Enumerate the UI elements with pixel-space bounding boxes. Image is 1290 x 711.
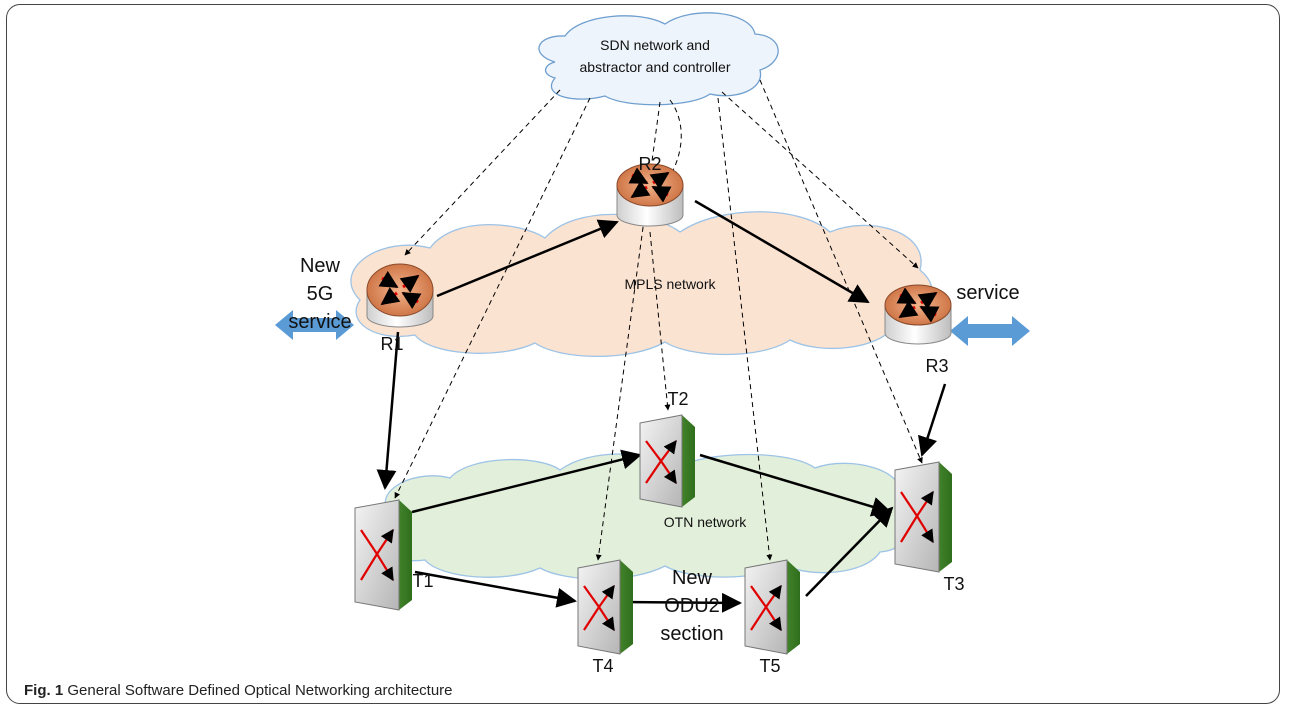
sdn-cloud (538, 12, 779, 106)
odu2-line3: section (660, 623, 723, 645)
router-r3[interactable] (884, 284, 952, 345)
sdn-cloud-label-line2: abstractor and controller (580, 59, 731, 75)
data-path (376, 199, 947, 613)
service-right-label: service (956, 282, 1019, 304)
switch-arrows-icon (583, 584, 615, 632)
switch-t3[interactable] (894, 461, 952, 573)
router-r1[interactable] (366, 263, 434, 328)
service-arrow-left (275, 310, 354, 340)
mpls-cloud-label: MPLS network (624, 276, 716, 292)
router-r2[interactable] (616, 163, 684, 227)
router-arrows-icon (378, 270, 422, 310)
router-r1-label: R1 (380, 334, 403, 354)
switch-t4-label: T4 (592, 656, 613, 676)
switch-arrows-icon (900, 490, 934, 544)
service-left-line2: 5G (307, 283, 334, 305)
router-arrows-icon (628, 167, 672, 203)
router-arrows-icon (896, 287, 940, 323)
switch-t5[interactable] (744, 559, 800, 655)
service-left-line3: service (288, 311, 351, 333)
switch-t5-label: T5 (759, 656, 780, 676)
switch-arrows-icon (360, 528, 394, 582)
odu2-line2: ODU2 (664, 595, 720, 617)
sdn-cloud-label-line1: SDN network and (600, 37, 710, 53)
switch-arrows-icon (645, 439, 677, 485)
figure-caption: Fig. 1 General Software Defined Optical … (24, 682, 453, 699)
switch-arrows-icon (750, 584, 782, 632)
switch-t1-label: T1 (412, 571, 433, 591)
service-left-line1: New (300, 255, 341, 277)
switch-t4[interactable] (577, 559, 633, 655)
control-links (394, 79, 923, 561)
odu2-line1: New (672, 567, 713, 589)
service-arrow-right (950, 316, 1030, 346)
router-r3-label: R3 (925, 356, 948, 376)
caption-text: General Software Defined Optical Network… (63, 682, 453, 699)
switch-t2-label: T2 (667, 389, 688, 409)
caption-prefix: Fig. 1 (24, 682, 64, 699)
router-r2-label: R2 (638, 154, 661, 174)
switch-t3-label: T3 (943, 574, 964, 594)
otn-cloud-label: OTN network (664, 514, 747, 530)
switch-t1[interactable] (354, 499, 412, 611)
switch-t2[interactable] (639, 414, 695, 508)
figure-frame (6, 4, 1280, 704)
